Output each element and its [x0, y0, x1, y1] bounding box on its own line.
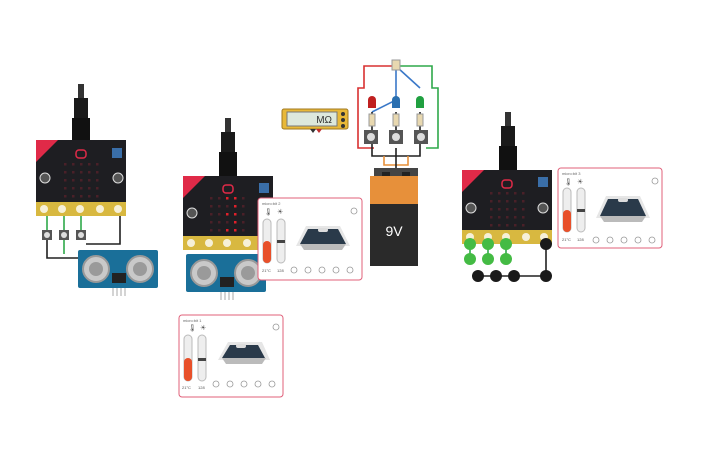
green-buttons[interactable]: [464, 238, 512, 265]
microbit-board: [183, 176, 273, 246]
light-value: 128: [198, 385, 205, 390]
light-value: 128: [277, 268, 284, 273]
sim-panel-1[interactable]: micro:bit 1 🌡 ☀ 21°C 128: [178, 314, 284, 398]
button-a[interactable]: [39, 172, 51, 184]
thermometer-icon: 🌡: [264, 208, 273, 216]
battery-label: 9V: [385, 223, 403, 239]
led-green[interactable]: [416, 96, 424, 108]
logo-icon: [222, 184, 234, 194]
logo-icon: [501, 179, 513, 189]
resistors[interactable]: [368, 113, 424, 127]
resistor-top[interactable]: [391, 59, 401, 71]
microbit-preview: [218, 342, 270, 364]
microbit-3[interactable]: [462, 112, 552, 244]
microbit-corner-accent: [36, 140, 58, 162]
button-b[interactable]: [112, 172, 124, 184]
microbit-preview: [296, 226, 350, 250]
temperature-value: 21°C: [182, 385, 191, 390]
ultrasonic-sensor-1[interactable]: [78, 250, 158, 296]
led-blue[interactable]: [392, 96, 400, 108]
ultrasonic-sensor-2[interactable]: [186, 254, 266, 300]
gesture-icons[interactable]: [290, 266, 354, 274]
panel-title: micro:bit 1: [183, 318, 202, 323]
button-a[interactable]: [186, 207, 198, 219]
multimeter-unit: MΩ: [316, 115, 332, 126]
sim-panel-2[interactable]: micro:bit 2 🌡 ☀ 21°C 128: [257, 197, 363, 281]
usb-plug-tip: [78, 84, 84, 100]
microbit-2[interactable]: [183, 118, 273, 250]
microbit-1[interactable]: [36, 84, 126, 216]
battery-9v[interactable]: 9V: [370, 168, 418, 266]
led-red[interactable]: [368, 96, 376, 108]
push-buttons[interactable]: [364, 130, 428, 144]
light-value: 128: [577, 237, 584, 242]
edge-pads: [40, 205, 122, 213]
rotate-icon[interactable]: [350, 207, 358, 215]
chip: [112, 148, 122, 158]
sun-icon: ☀: [200, 324, 206, 332]
microbit-board: [462, 170, 552, 240]
rotate-icon[interactable]: [272, 323, 280, 331]
logo-icon: [75, 149, 87, 159]
panel-title: micro:bit 2: [262, 201, 281, 206]
led-matrix: [64, 163, 99, 198]
breadboard-pins-1[interactable]: [42, 230, 86, 240]
rotate-icon[interactable]: [651, 177, 659, 185]
led-matrix: [210, 197, 245, 232]
led-matrix: [490, 192, 525, 227]
thermometer-icon: 🌡: [564, 178, 573, 186]
temperature-value: 21°C: [562, 237, 571, 242]
microbit-board: [36, 140, 126, 212]
microbit-preview: [596, 196, 650, 222]
gesture-icons[interactable]: [212, 380, 276, 388]
sun-icon: ☀: [277, 208, 283, 216]
usb-cable[interactable]: [501, 126, 515, 148]
sim-panel-3[interactable]: micro:bit 3 🌡 ☀ 21°C 128: [557, 167, 663, 249]
sun-icon: ☀: [577, 178, 583, 186]
usb-cable[interactable]: [221, 132, 235, 154]
black-buttons[interactable]: [472, 238, 552, 282]
panel-title: micro:bit 3: [562, 171, 581, 176]
temperature-value: 21°C: [262, 268, 271, 273]
gesture-icons[interactable]: [592, 236, 656, 244]
usb-cable[interactable]: [74, 98, 88, 120]
wires-1[interactable]: [46, 216, 121, 259]
button-b[interactable]: [537, 202, 549, 214]
thermometer-icon: 🌡: [188, 324, 197, 332]
multimeter[interactable]: MΩ: [281, 108, 349, 133]
button-a[interactable]: [465, 202, 477, 214]
usb-connector: [72, 118, 90, 140]
